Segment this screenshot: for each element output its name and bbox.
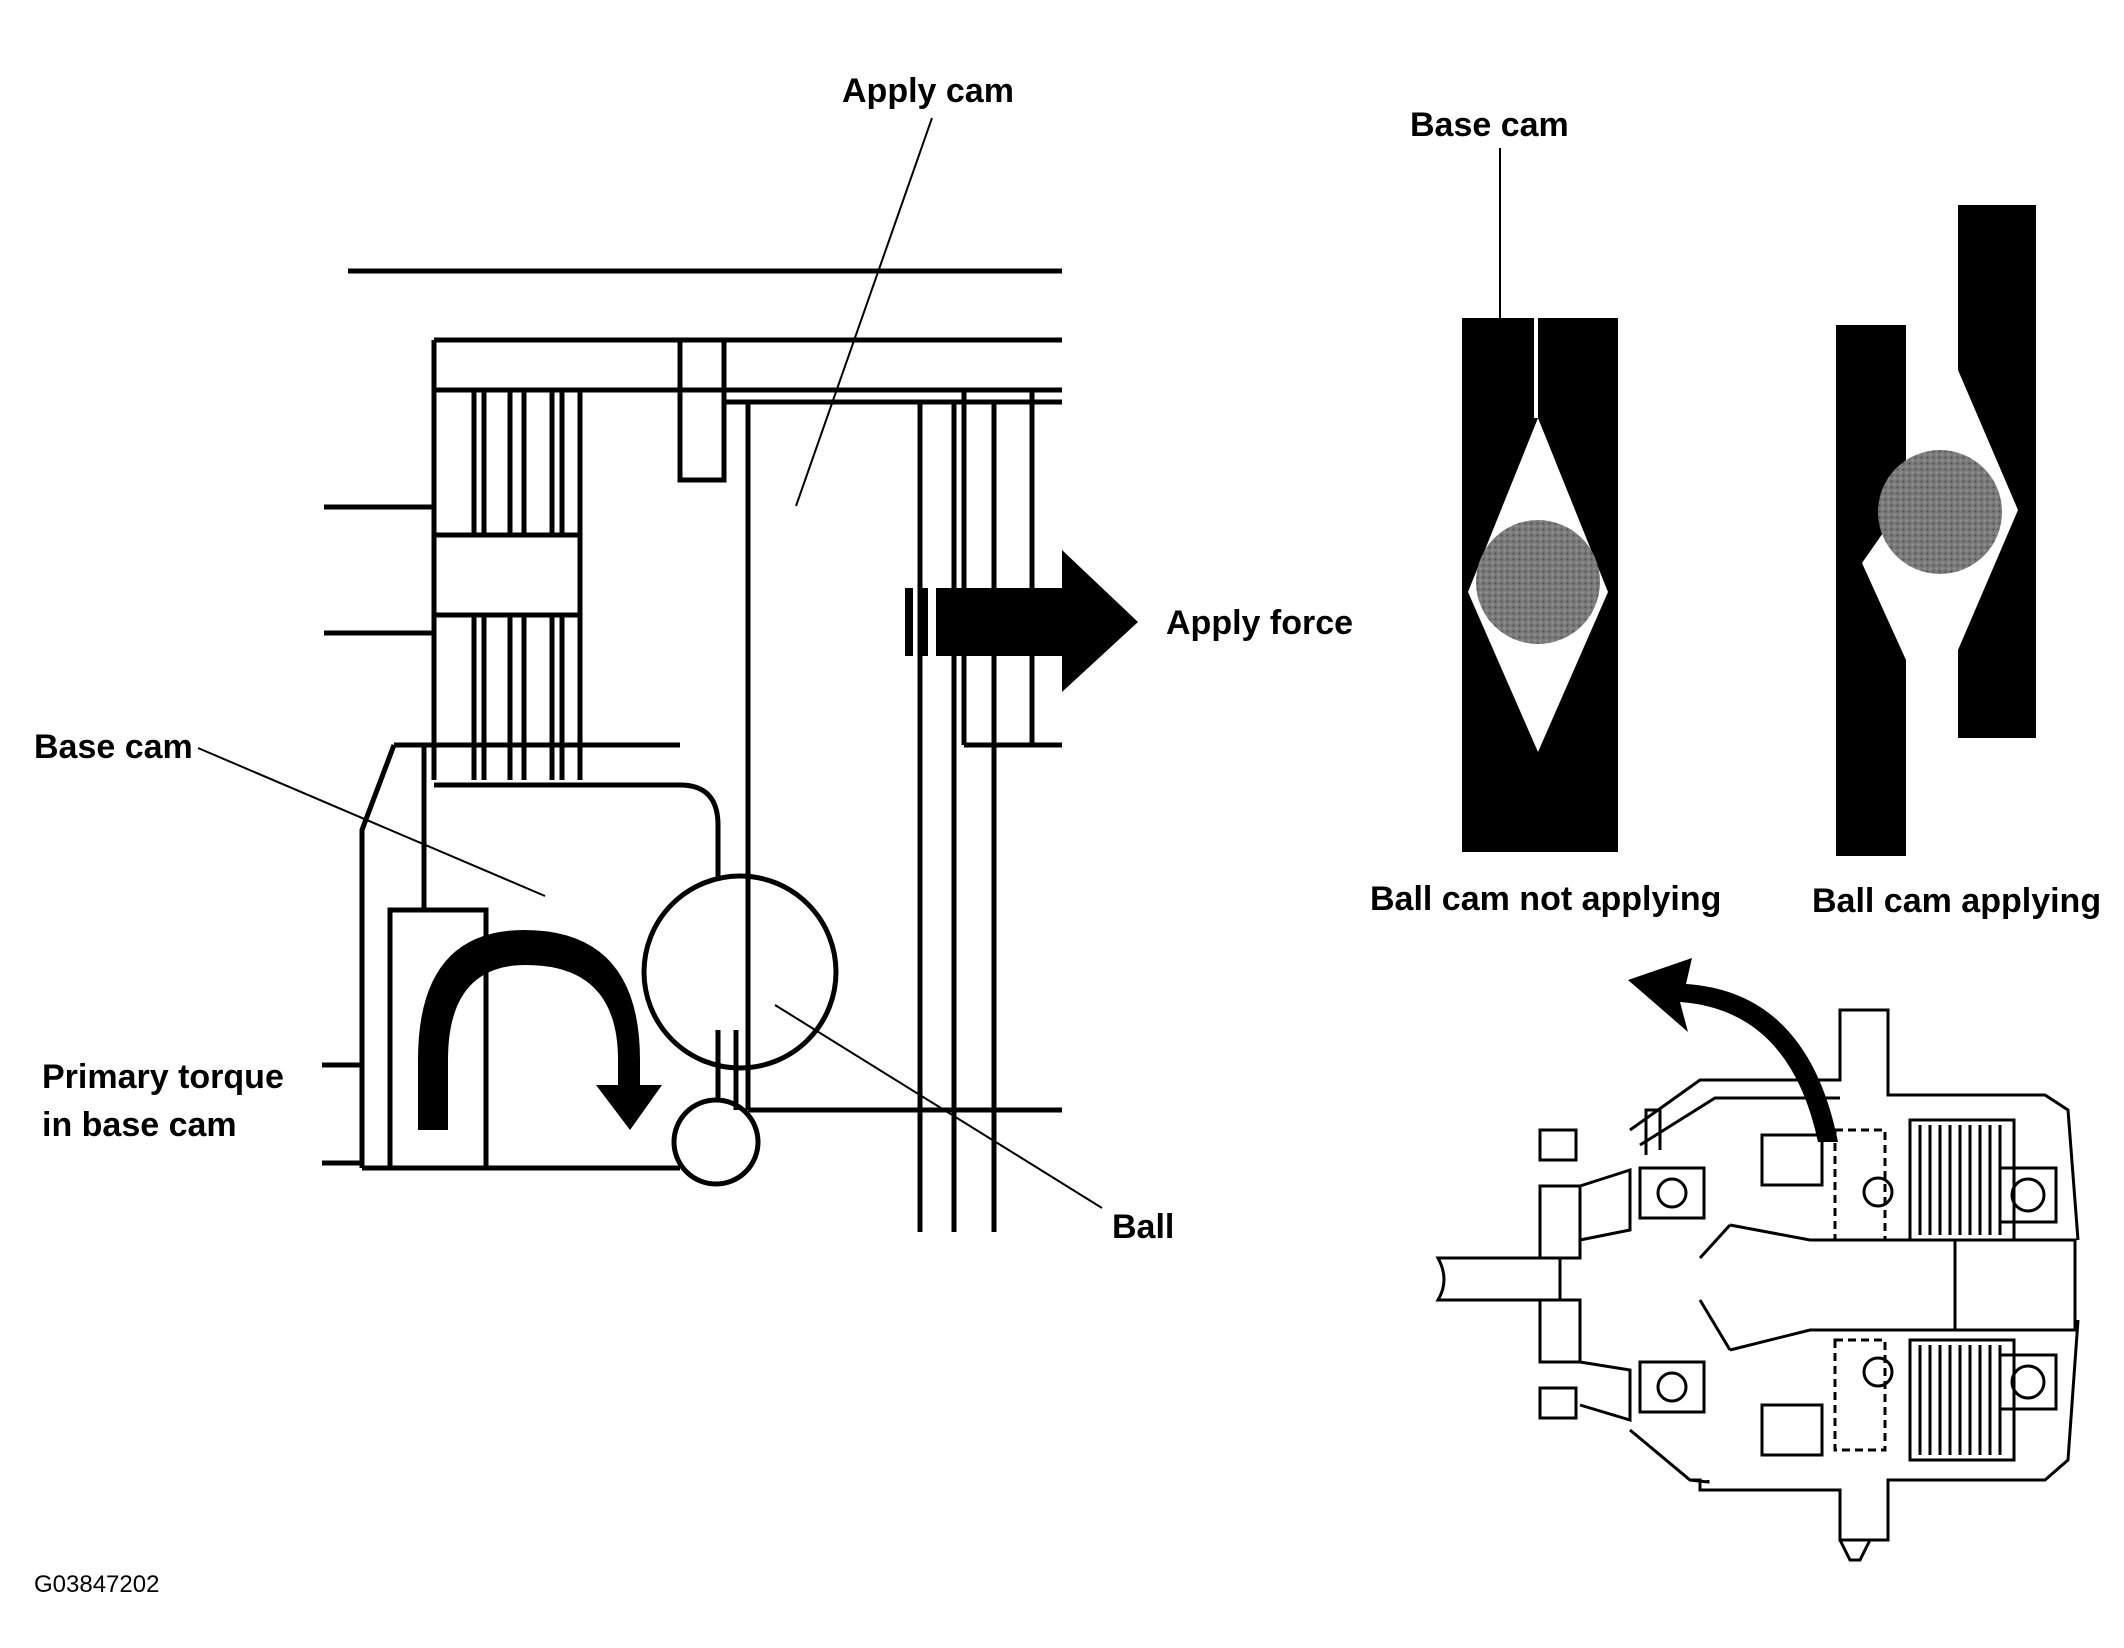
label-apply-force: Apply force bbox=[1166, 604, 1353, 642]
label-ball-cam-not-applying: Ball cam not applying bbox=[1370, 880, 1721, 918]
apply-force-arrow bbox=[905, 550, 1138, 692]
main-schematic bbox=[322, 268, 1062, 1232]
label-apply-cam: Apply cam bbox=[842, 72, 1014, 110]
primary-torque-arrow bbox=[418, 930, 662, 1130]
label-figure-id: G03847202 bbox=[34, 1571, 159, 1598]
label-ball-cam-applying: Ball cam applying bbox=[1812, 882, 2101, 920]
label-primary-torque-line2: in base cam bbox=[42, 1106, 237, 1144]
leader-lines bbox=[197, 117, 1501, 1209]
label-primary-torque-line1: Primary torque bbox=[42, 1058, 284, 1096]
label-base-cam-top: Base cam bbox=[1410, 106, 1569, 144]
label-ball: Ball bbox=[1112, 1208, 1174, 1246]
ball-cam-not-applying-illustration bbox=[1462, 318, 1618, 852]
ball-cam-applying-illustration bbox=[1836, 205, 2036, 856]
labels: Apply cam Base cam Apply force Base cam … bbox=[34, 72, 2101, 1598]
sectional-view-arrow bbox=[1628, 958, 1838, 1142]
transfer-case-sectional-view bbox=[1435, 1008, 2080, 1562]
label-base-cam-left: Base cam bbox=[34, 728, 193, 766]
